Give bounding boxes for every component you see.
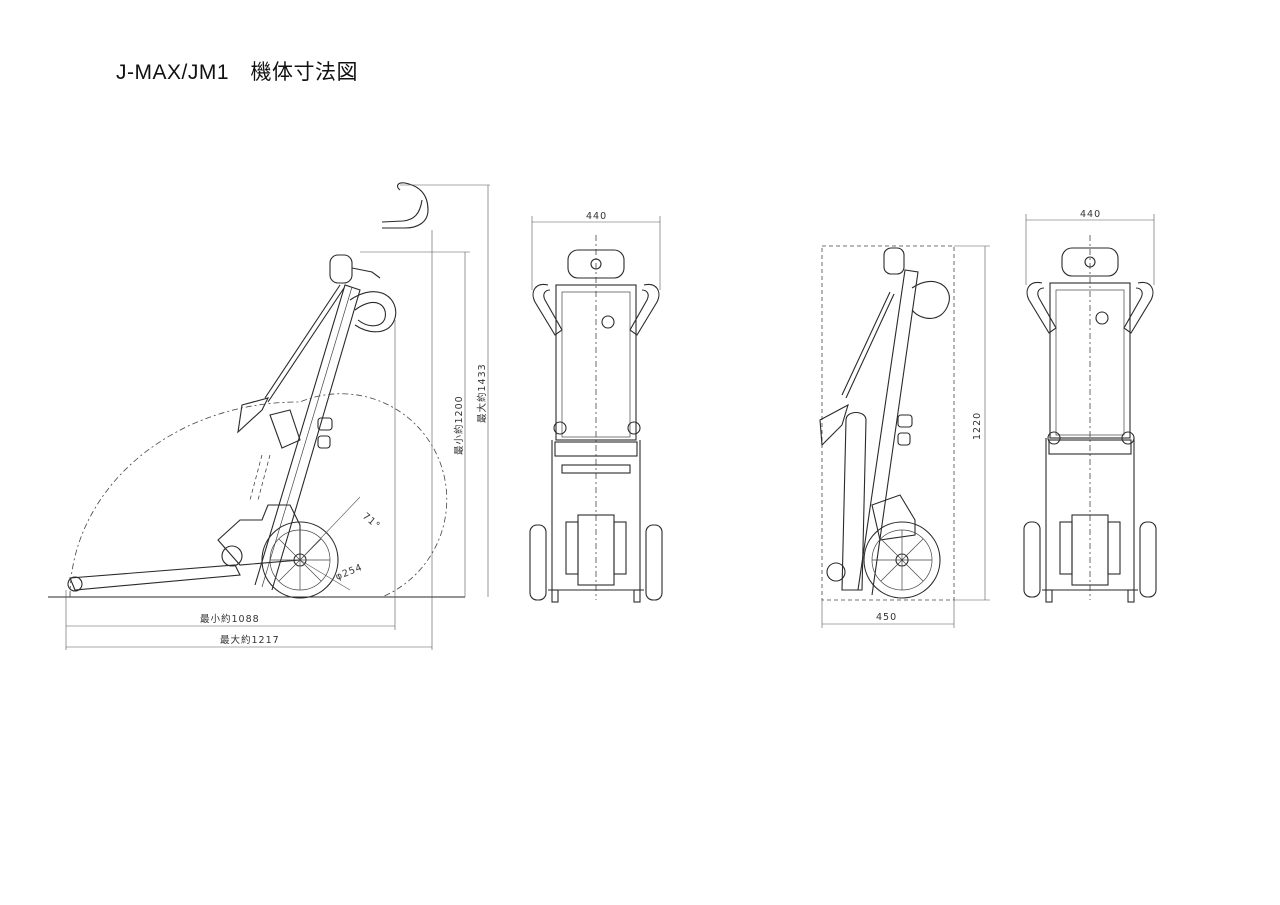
frame-upper <box>1049 282 1131 439</box>
front-width-label: 440 <box>586 211 607 222</box>
handle-grip <box>349 291 397 333</box>
main-column <box>254 284 361 591</box>
side-view: 71° φ254 最小約1200 最大約1433 最小約1088 最大約1217 <box>48 182 490 650</box>
wheel-diameter-label: φ254 <box>334 562 364 583</box>
wheel-right <box>645 524 663 601</box>
frame-upper <box>555 284 637 441</box>
folded-side-view: 1220 450 <box>819 245 990 628</box>
wheel-right <box>1139 521 1157 598</box>
folded-width-label: 450 <box>876 612 897 623</box>
strap <box>841 291 895 399</box>
head-pad <box>883 247 905 275</box>
head-pad <box>329 254 353 284</box>
page-title: J-MAX/JM1 機体寸法図 <box>116 61 359 84</box>
column <box>857 269 919 596</box>
motor-housing <box>217 504 301 566</box>
strap <box>264 284 345 403</box>
base-plate <box>69 564 241 591</box>
front-view: 440 <box>529 211 663 603</box>
folded-front-width-label: 440 <box>1080 209 1101 220</box>
max-length-label: 最大約1217 <box>220 634 280 646</box>
head-pad <box>1061 247 1119 277</box>
knee-pad <box>269 409 301 449</box>
handle-top <box>382 182 429 229</box>
angle-label: 71° <box>360 511 382 532</box>
folded-front-view: 440 <box>1023 209 1157 603</box>
handle-right <box>1123 281 1154 334</box>
handle-grip <box>911 280 950 319</box>
handle-right <box>629 283 660 336</box>
min-height-label: 最小約1200 <box>453 395 465 455</box>
main-wheel <box>863 521 941 599</box>
head-pad <box>567 249 625 279</box>
min-length-label: 最小約1088 <box>200 613 260 625</box>
max-height-label: 最大約1433 <box>476 363 488 423</box>
folded-height-label: 1220 <box>972 412 983 440</box>
wheel-left <box>1023 521 1041 598</box>
wheel-left <box>529 524 547 601</box>
sweep-arc <box>69 393 448 598</box>
toe-roller <box>67 576 83 592</box>
envelope-box <box>821 245 955 601</box>
handle-left <box>1026 281 1057 334</box>
main-wheel <box>261 521 339 599</box>
handle-left <box>532 283 563 336</box>
